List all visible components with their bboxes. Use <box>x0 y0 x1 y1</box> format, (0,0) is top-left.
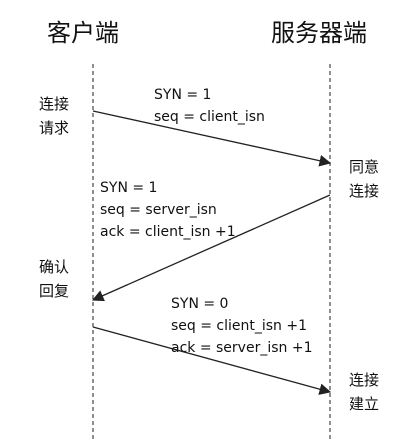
ack-message-line2: seq = client_isn +1 <box>171 318 307 334</box>
server-title: 服务器端 <box>271 19 367 47</box>
ack-arrow <box>92 326 332 395</box>
server-label-established-line1: 连接 <box>349 371 379 389</box>
ack-message-line3: ack = server_isn +1 <box>171 340 312 356</box>
server-label-established-line2: 建立 <box>349 395 379 413</box>
synack-message-line2: seq = server_isn <box>100 202 217 218</box>
server-label-agree-line2: 连接 <box>349 182 379 200</box>
client-label-confirm-line2: 回复 <box>39 282 69 300</box>
client-title: 客户端 <box>47 19 119 47</box>
client-label-confirm-line1: 确认 <box>39 258 69 276</box>
syn-message-line1: SYN = 1 <box>154 87 211 103</box>
syn-message-line2: seq = client_isn <box>154 109 265 125</box>
synack-message-line3: ack = client_isn +1 <box>100 224 236 240</box>
client-label-request-line1: 连接 <box>39 95 69 113</box>
client-label-request-line2: 请求 <box>39 119 69 137</box>
synack-message-line1: SYN = 1 <box>100 180 157 196</box>
syn-arrow <box>92 110 332 167</box>
server-label-agree-line1: 同意 <box>349 158 379 176</box>
synack-arrow <box>91 194 331 302</box>
ack-message-line1: SYN = 0 <box>171 296 228 312</box>
